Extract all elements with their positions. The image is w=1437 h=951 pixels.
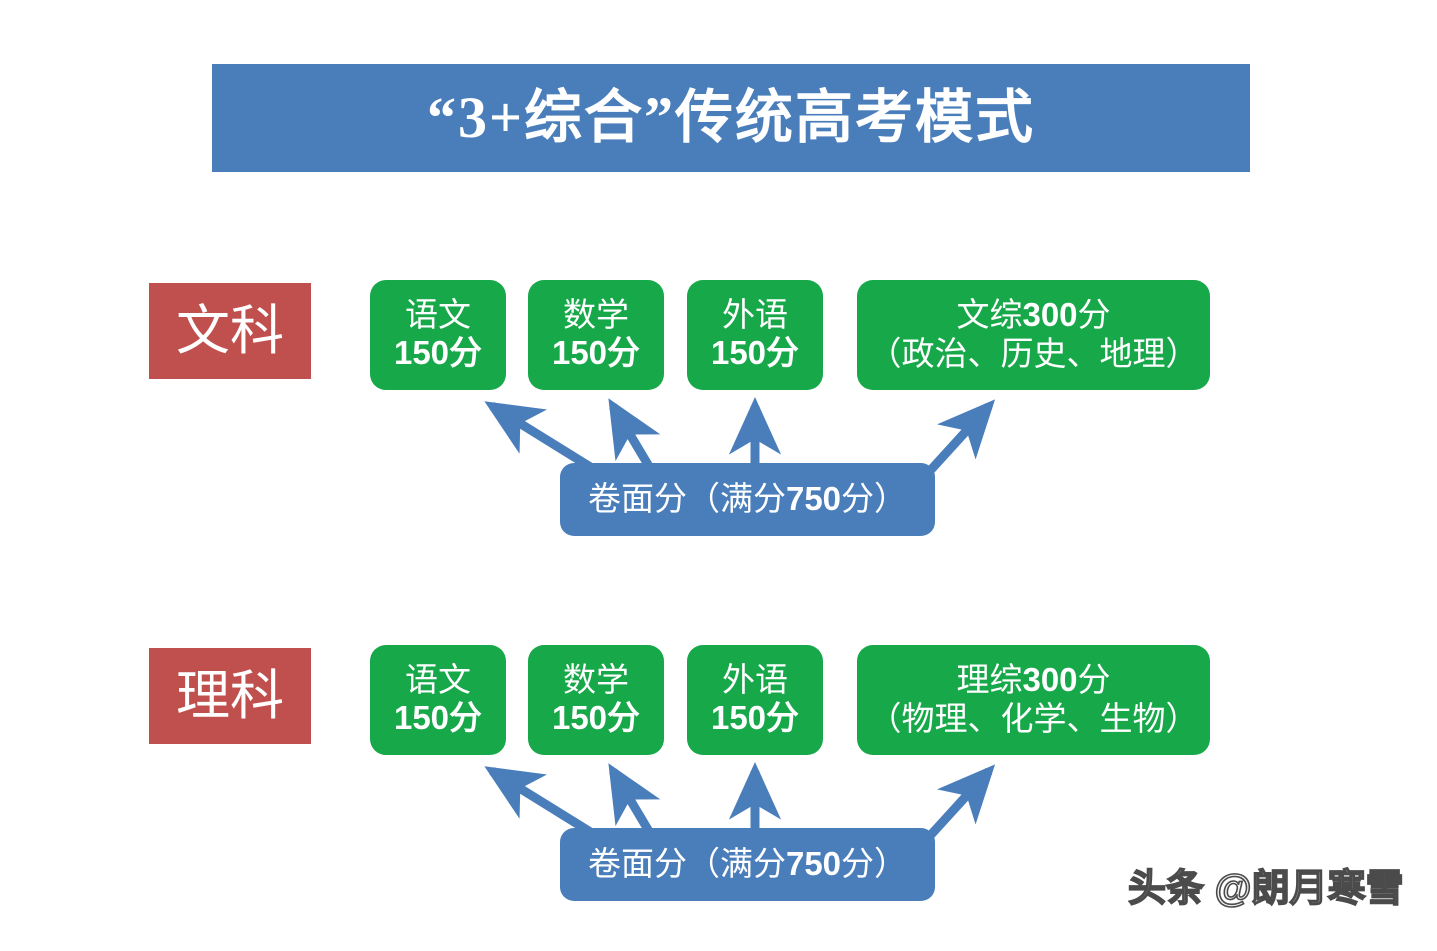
stream-label-science: 理科 <box>149 648 311 744</box>
composite-prefix: 理综 <box>956 662 1023 699</box>
subject-box-arts-foreign-language[interactable]: 外语 150分 <box>687 280 823 390</box>
composite-suffix: 分 <box>1077 297 1111 334</box>
subject-box-arts-chinese[interactable]: 语文 150分 <box>370 280 506 390</box>
subject-score: 150分 <box>393 699 483 736</box>
subject-score: 150分 <box>710 334 800 371</box>
subject-box-arts-composite[interactable]: 文综300分 （政治、历史、地理） <box>857 280 1210 390</box>
composite-number: 300 <box>1022 660 1078 698</box>
arrow-to-math <box>608 763 661 841</box>
total-suffix: 分） <box>841 847 908 883</box>
subject-box-science-math[interactable]: 数学 150分 <box>528 645 664 755</box>
title-banner: “3+综合”传统高考模式 <box>212 64 1250 172</box>
arrow-to-composite <box>924 764 996 842</box>
total-number: 750 <box>785 845 842 882</box>
total-score-text: 卷面分（满分750分） <box>588 482 907 517</box>
subject-name: 外语 <box>722 298 788 335</box>
arrows-science <box>484 762 996 842</box>
total-prefix: 卷面分（满分 <box>587 847 786 883</box>
total-suffix: 分） <box>841 482 908 518</box>
subject-score: 150分 <box>551 699 641 736</box>
watermark: 头条 @朗月寒雪 <box>1127 867 1404 911</box>
subject-name: 语文 <box>405 663 471 700</box>
arrow-to-math <box>608 398 661 476</box>
composite-prefix: 文综 <box>956 297 1023 334</box>
composite-suffix: 分 <box>1077 662 1111 699</box>
total-score-box-science[interactable]: 卷面分（满分750分） <box>560 828 935 901</box>
subject-box-science-foreign-language[interactable]: 外语 150分 <box>687 645 823 755</box>
subject-score: 150分 <box>393 334 483 371</box>
composite-headline: 文综300分 <box>956 296 1110 336</box>
page-title: “3+综合”传统高考模式 <box>426 85 1036 150</box>
subject-name: 数学 <box>563 298 629 335</box>
subject-box-arts-math[interactable]: 数学 150分 <box>528 280 664 390</box>
total-score-text: 卷面分（满分750分） <box>588 847 907 882</box>
composite-subjects: （物理、化学、生物） <box>868 701 1199 738</box>
arrow-to-composite <box>924 399 996 477</box>
stream-label-arts: 文科 <box>149 283 311 379</box>
subject-name: 语文 <box>405 298 471 335</box>
composite-subjects: （政治、历史、地理） <box>868 336 1199 373</box>
total-prefix: 卷面分（满分 <box>587 482 786 518</box>
total-number: 750 <box>785 480 842 517</box>
subject-name: 数学 <box>563 663 629 700</box>
arrow-to-chinese <box>484 766 603 842</box>
composite-headline: 理综300分 <box>956 661 1110 701</box>
subject-box-science-composite[interactable]: 理综300分 （物理、化学、生物） <box>857 645 1210 755</box>
subject-score: 150分 <box>710 699 800 736</box>
stream-label-arts-text: 文科 <box>176 301 284 361</box>
arrow-to-chinese <box>484 401 603 477</box>
subject-name: 外语 <box>722 663 788 700</box>
subject-score: 150分 <box>551 334 641 371</box>
arrows-arts <box>484 397 996 477</box>
total-score-box-arts[interactable]: 卷面分（满分750分） <box>560 463 935 536</box>
stream-label-science-text: 理科 <box>176 666 284 726</box>
subject-box-science-chinese[interactable]: 语文 150分 <box>370 645 506 755</box>
composite-number: 300 <box>1022 295 1078 333</box>
